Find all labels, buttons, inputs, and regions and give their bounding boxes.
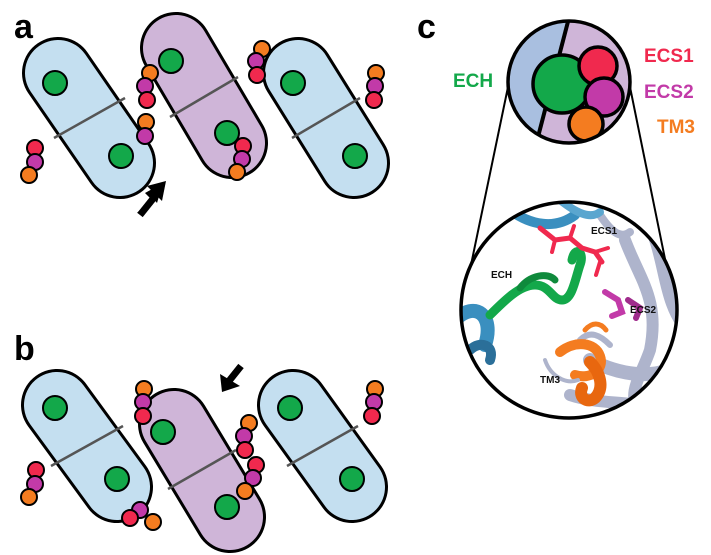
site-clusters-a <box>20 40 385 184</box>
arrow-icon <box>220 363 244 392</box>
subunit-blue-right <box>262 37 390 199</box>
panel-a-letter: a <box>14 8 34 46</box>
structure-label-tm3: TM3 <box>540 375 560 386</box>
zoom-bottom-structure <box>459 200 679 420</box>
panel-b-letter: b <box>14 330 35 368</box>
zoom-top-schematic <box>506 19 632 145</box>
panel-b-assembly <box>20 363 388 553</box>
panel-a-assembly <box>20 12 390 218</box>
legend-ecs2-label: ECS2 <box>644 82 694 103</box>
structure-label-ecs2: ECS2 <box>630 305 657 316</box>
structure-label-ecs1: ECS1 <box>591 226 618 237</box>
arrow-icon <box>137 181 166 218</box>
structure-label-ech: ECH <box>491 270 512 281</box>
legend-ecs1-label: ECS1 <box>644 46 694 67</box>
legend-tm3-label: TM3 <box>657 117 695 138</box>
panel-c-letter: c <box>417 8 436 46</box>
ech-markers-b <box>42 395 365 520</box>
ech-markers-a <box>42 48 368 169</box>
legend-ech-label: ECH <box>453 71 493 92</box>
site-clusters-b <box>20 380 384 531</box>
subunit-blue-left <box>22 37 156 199</box>
